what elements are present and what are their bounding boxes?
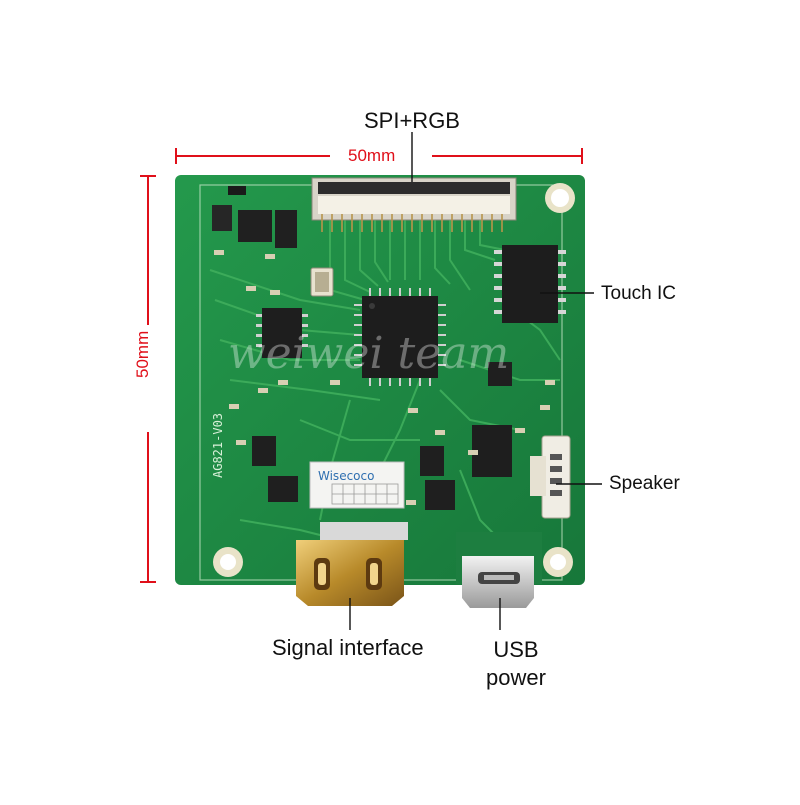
silkscreen-board-id: AG821-V03 (211, 413, 225, 478)
height-dimension (140, 175, 156, 583)
inductor (238, 210, 272, 242)
label-signal-interface: Signal interface (272, 635, 424, 660)
label-speaker: Speaker (609, 473, 680, 494)
label-usb-line1: USB (493, 637, 539, 662)
height-dimension-label: 50mm (133, 330, 152, 378)
speaker-connector (530, 435, 571, 519)
mounting-hole (545, 183, 575, 213)
sticker-brand: Wisecoco (318, 469, 374, 483)
pcb-board: Wisecoco AG821-V03 (175, 132, 602, 630)
width-dimension-label: 50mm (348, 146, 396, 165)
label-usb-line2: power (486, 665, 546, 690)
main-processor-chip (354, 288, 446, 386)
label-spi-rgb: SPI+RGB (364, 108, 460, 133)
touch-ic-chip (494, 245, 566, 323)
label-sticker: Wisecoco (309, 461, 405, 509)
hdmi-connector (296, 522, 408, 606)
label-touch-ic: Touch IC (601, 283, 676, 304)
fpc-connector (311, 177, 517, 232)
label-usb-power: USB power (476, 636, 556, 692)
leader-lines (349, 132, 602, 630)
mounting-hole (213, 547, 243, 577)
watermark: weiwei team (228, 328, 509, 379)
micro-usb-connector (456, 532, 542, 608)
mounting-hole (543, 547, 573, 577)
width-dimension (175, 148, 583, 164)
